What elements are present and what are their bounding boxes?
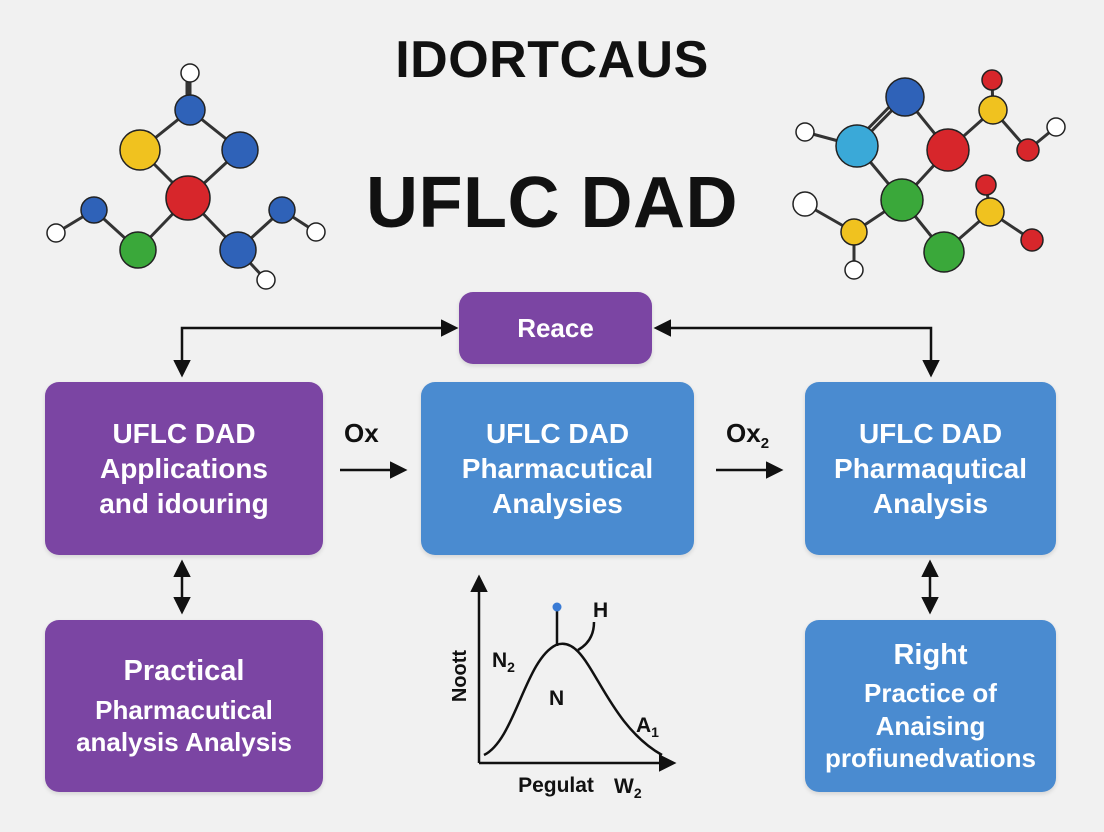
right-practice-node[interactable]: Right Practice of Anaising profiunedvati…: [805, 620, 1056, 792]
node-line: analysis Analysis: [76, 727, 292, 758]
plot-h-label: H: [593, 599, 608, 622]
plot-x-end-label: W2: [614, 775, 642, 801]
node-line: Applications: [99, 453, 268, 484]
node-line: Practice of: [864, 678, 997, 709]
node-line: profiunedvations: [825, 743, 1036, 774]
arrow-label-ox2: Ox2: [726, 418, 770, 453]
reace-connectors: [173, 319, 940, 378]
node-line: UFLC DAD: [858, 418, 1003, 449]
plot-y-label: Noott: [449, 650, 471, 703]
node-line: Pharmacutical: [95, 694, 273, 725]
molecule-left-icon: [46, 63, 326, 290]
pharmacutical-analysies-node[interactable]: UFLC DAD Pharmacutical Analysies: [421, 382, 694, 555]
reace-node[interactable]: Reace: [459, 292, 652, 364]
main-title: UFLC DAD: [366, 163, 738, 243]
plot-peak-marker: [552, 602, 562, 612]
reace-label: Reace: [517, 312, 594, 343]
node-line: Practical: [123, 655, 245, 688]
arrow-label-ox: Ox: [344, 418, 379, 448]
plot-n2-label: N2: [492, 649, 515, 675]
peak-plot: Noott Pegulat W2 N2 N H A1: [449, 574, 677, 801]
node-line: and idouring: [99, 488, 269, 519]
node-line: Analysies: [492, 488, 623, 519]
top-title: IDORTCAUS: [395, 31, 709, 89]
node-line: UFLC DAD: [112, 418, 256, 449]
node-line: Pharmacutical: [461, 453, 654, 484]
applications-node[interactable]: UFLC DAD Applications and idouring: [45, 382, 323, 555]
node-line: Anaising: [875, 710, 986, 741]
node-line: Right: [893, 639, 968, 672]
plot-x-label: Pegulat: [518, 774, 594, 797]
practical-analysis-node[interactable]: Practical Pharmacutical analysis Analysi…: [45, 620, 323, 792]
pharmaqutical-analysis-node[interactable]: UFLC DAD Pharmaqutical Analysis: [805, 382, 1056, 555]
plot-n-label: N: [549, 687, 564, 710]
node-line: Analysis: [872, 488, 989, 519]
node-line: UFLC DAD: [485, 418, 630, 449]
plot-a1-label: A1: [636, 714, 659, 740]
molecule-right-icon: [792, 69, 1066, 280]
vertical-double-arrows: [173, 559, 939, 615]
node-line: Pharmaqutical: [834, 453, 1027, 484]
